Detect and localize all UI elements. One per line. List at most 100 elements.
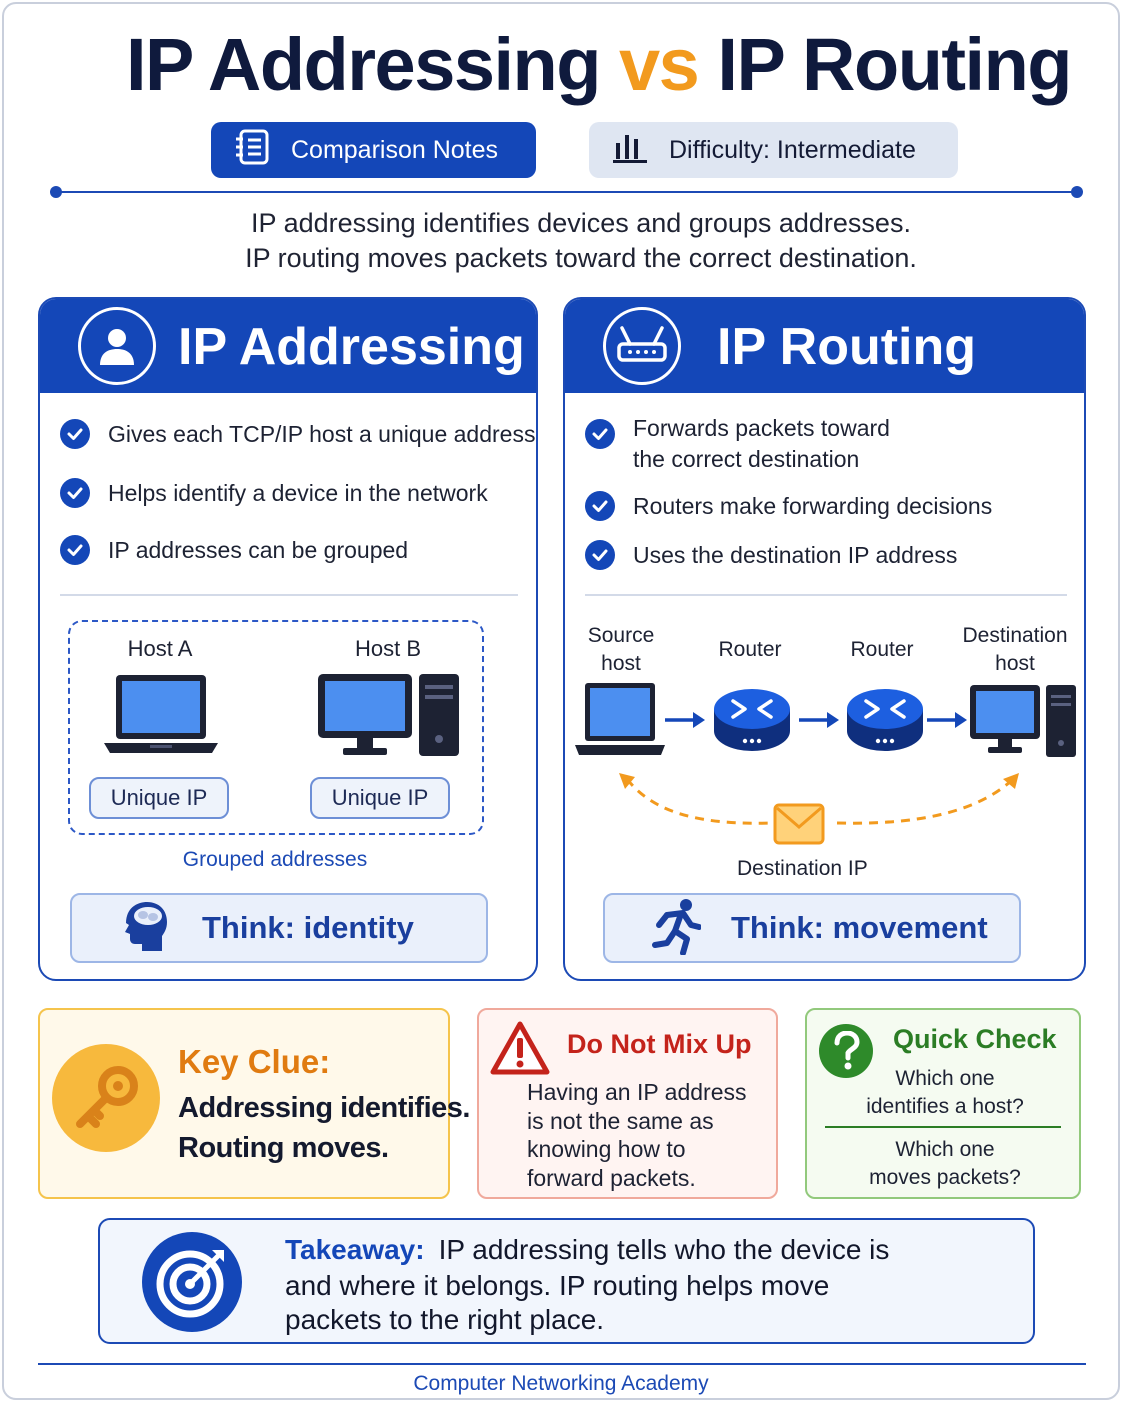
intro-line-2: IP routing moves packets toward the corr… <box>245 243 917 273</box>
addressing-panel-title: IP Addressing <box>178 318 525 376</box>
footer-divider <box>38 1363 1086 1365</box>
think-movement-text: Think: movement <box>731 910 988 945</box>
key-clue-line-2: Routing moves. <box>178 1132 389 1164</box>
quick-check-question-2: Which one moves packets? <box>807 1136 1083 1192</box>
warning-icon <box>490 1021 550 1075</box>
footer-text: Computer Networking Academy <box>413 1372 709 1395</box>
target-icon <box>142 1232 242 1332</box>
key-icon <box>52 1044 160 1152</box>
routing-point-line: Forwards packets toward <box>633 415 890 441</box>
addressing-point: Gives each TCP/IP host a unique address <box>60 419 535 450</box>
addressing-point-text: Gives each TCP/IP host a unique address <box>108 421 536 447</box>
notes-icon <box>233 127 273 174</box>
check-icon <box>60 478 90 508</box>
addressing-point-text: IP addresses can be grouped <box>108 537 409 563</box>
quick-check-card: Quick Check Which one identifies a host?… <box>805 1008 1081 1199</box>
difficulty-badge: Difficulty: Intermediate <box>589 122 958 178</box>
quick-check-question-line: identifies a host? <box>866 1095 1024 1118</box>
addressing-point-text: Helps identify a device in the network <box>108 480 488 506</box>
think-movement-box: Think: movement <box>603 893 1021 963</box>
do-not-mix-up-line: forward packets. <box>527 1164 696 1191</box>
do-not-mix-up-body: Having an IP address is not the same as … <box>527 1078 747 1192</box>
routing-point: Routers make forwarding decisions <box>585 491 992 522</box>
routing-point: Forwards packets toward the correct dest… <box>585 413 890 475</box>
addressing-point: IP addresses can be grouped <box>60 535 408 566</box>
quick-check-question-line: Which one <box>895 1067 995 1090</box>
title-vs: vs <box>619 23 700 106</box>
think-identity-text: Think: identity <box>202 910 414 945</box>
source-host-label: Source host <box>571 622 671 678</box>
destination-host-label: Destination host <box>953 622 1077 678</box>
quick-check-question-line: Which one <box>895 1138 995 1161</box>
routing-divider <box>585 594 1067 596</box>
addressing-divider <box>60 594 518 596</box>
check-icon <box>60 535 90 565</box>
do-not-mix-up-card: Do Not Mix Up Having an IP address is no… <box>477 1008 778 1199</box>
arrow-icon <box>927 712 967 728</box>
do-not-mix-up-line: knowing how to <box>527 1136 686 1162</box>
routing-point-text: Forwards packets toward the correct dest… <box>633 413 890 475</box>
quick-check-question-1: Which one identifies a host? <box>807 1065 1083 1121</box>
addressing-panel: IP Addressing Gives each TCP/IP host a u… <box>38 297 538 981</box>
desktop-computer-icon <box>318 674 459 756</box>
host-a-ip-chip: Unique IP <box>89 777 229 819</box>
takeaway-line-1: Takeaway: IP addressing tells who the dev… <box>285 1234 889 1266</box>
takeaway-text: IP addressing tells who the device is <box>438 1234 890 1265</box>
check-icon <box>585 540 615 570</box>
running-person-icon <box>651 897 702 960</box>
bar-chart-icon <box>611 129 651 172</box>
router-2-label: Router <box>850 638 914 661</box>
host-a-label: Host A <box>127 636 193 661</box>
header-divider <box>50 186 1083 198</box>
routing-panel-title: IP Routing <box>717 318 977 376</box>
arrow-icon <box>799 712 839 728</box>
addressing-point: Helps identify a device in the network <box>60 478 488 509</box>
host-b-ip-chip: Unique IP <box>310 777 450 819</box>
arrow-icon <box>665 712 705 728</box>
addressing-panel-header: IP Addressing <box>40 299 536 393</box>
destination-desktop-icon <box>970 685 1076 757</box>
do-not-mix-up-title: Do Not Mix Up <box>567 1029 752 1059</box>
routing-panel-header: IP Routing <box>565 299 1084 393</box>
quick-check-divider <box>825 1126 1061 1128</box>
quick-check-question-line: moves packets? <box>869 1166 1021 1189</box>
title-routing: IP Routing <box>717 23 1072 106</box>
comparison-notes-badge[interactable]: Comparison Notes <box>211 122 536 178</box>
page-title: IP Addressing vs IP Routing <box>0 22 1122 107</box>
key-clue-card: Key Clue: Addressing identifies. Routing… <box>38 1008 470 1199</box>
do-not-mix-up-line: Having an IP address <box>527 1079 747 1105</box>
check-icon <box>60 419 90 449</box>
do-not-mix-up-line: is not the same as <box>527 1107 714 1134</box>
host-b-label: Host B <box>354 636 422 661</box>
takeaway-lead: Takeaway: <box>285 1234 425 1265</box>
key-clue-title: Key Clue: <box>178 1043 331 1080</box>
question-icon <box>819 1024 873 1078</box>
takeaway-box: Takeaway: IP addressing tells who the dev… <box>98 1218 1035 1344</box>
brain-head-icon <box>116 897 174 960</box>
destination-ip-label: Destination IP <box>737 857 868 880</box>
user-icon <box>78 307 156 385</box>
check-icon <box>585 419 615 449</box>
destination-ip-path <box>619 773 1019 825</box>
routing-point-text: Uses the destination IP address <box>633 542 958 568</box>
source-laptop-icon <box>575 683 665 755</box>
check-icon <box>585 491 615 521</box>
destination-host-label-line: Destination <box>962 624 1068 647</box>
routing-panel: IP Routing Forwards packets toward the c… <box>563 297 1086 981</box>
laptop-icon <box>104 675 218 753</box>
grouped-addresses-label: Grouped addresses <box>182 848 368 871</box>
router-icon <box>603 307 681 385</box>
router-1-label: Router <box>718 638 782 661</box>
quick-check-title: Quick Check <box>893 1024 1057 1054</box>
key-clue-line-1: Addressing identifies. <box>178 1092 470 1124</box>
title-addressing: IP Addressing <box>126 23 601 106</box>
routing-point-line: the correct destination <box>633 446 860 472</box>
takeaway-line-2: and where it belongs. IP routing helps m… <box>285 1270 830 1301</box>
difficulty-label: Difficulty: Intermediate <box>669 135 916 164</box>
source-host-label-line: Source <box>587 624 655 647</box>
intro-line-1: IP addressing identifies devices and gro… <box>251 208 911 238</box>
grouped-addresses-box <box>68 620 484 835</box>
envelope-icon <box>773 803 825 845</box>
destination-host-label-line: host <box>995 652 1035 675</box>
router-device-icon <box>847 689 923 751</box>
